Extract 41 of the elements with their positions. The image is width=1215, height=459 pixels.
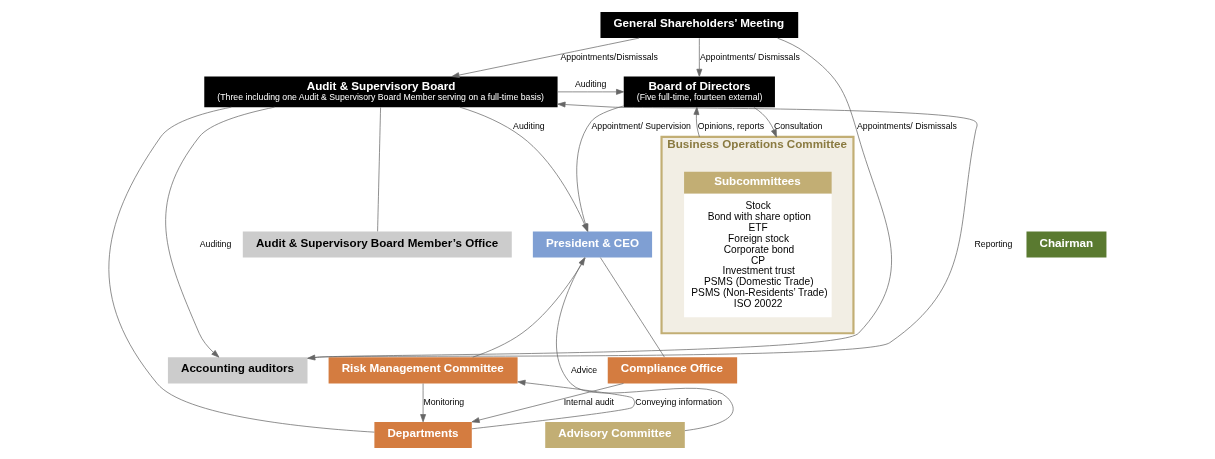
arrow [693, 106, 700, 137]
node-box: Board of Directors (Five full-time, fourteen external) [623, 76, 775, 107]
edge-label: Advice [571, 364, 598, 375]
edge-label: Auditing [199, 238, 232, 249]
edge-label: Reporting [974, 238, 1013, 249]
node-box: Advisory Committee [545, 421, 685, 448]
arrow [451, 37, 640, 78]
edge-label: Conveying information [635, 396, 722, 407]
arrow [420, 382, 426, 422]
arrow [471, 379, 635, 429]
node-box: General Shareholders’ Meeting [600, 11, 799, 38]
edge-label: Monitoring [423, 396, 465, 407]
node-box: Accounting auditors [167, 356, 308, 383]
node-box: Audit & Supervisory Board Member’s Office [242, 230, 512, 258]
edge-label: Consultation [773, 120, 823, 131]
arrow [307, 37, 892, 360]
edge-label: Appointments/ Dismissals [856, 120, 957, 131]
connector [472, 257, 586, 358]
arrow [753, 106, 777, 137]
arrow [557, 88, 625, 95]
edge-label: Opinions, reports [697, 120, 765, 131]
edge-label: Appointments/Dismissals [560, 51, 658, 62]
edge-label: Auditing [574, 78, 607, 89]
arrow [165, 106, 275, 357]
node-box: Chairman [1026, 230, 1107, 258]
edge-label: Appointments/ Dismissals [699, 51, 800, 62]
edge-label: Auditing [513, 120, 545, 131]
node-box: President & CEO [532, 230, 653, 258]
node-box: Departments [374, 421, 472, 448]
node-box: Risk Management Committee [328, 356, 518, 383]
arrow [556, 256, 734, 431]
connector [108, 106, 375, 432]
edge-label: Appointment/ Supervision [591, 120, 691, 131]
arrow [696, 37, 703, 77]
edge-label: Internal audit [563, 396, 615, 407]
node-box: Audit & Supervisory Board (Three including one Audit & Supervisory Board Member serving on a full-time basis) [204, 76, 558, 107]
connector [377, 106, 381, 232]
connector [600, 256, 665, 357]
arrow [307, 101, 978, 359]
arrow [471, 382, 624, 423]
node-box: Compliance Office [607, 356, 738, 383]
